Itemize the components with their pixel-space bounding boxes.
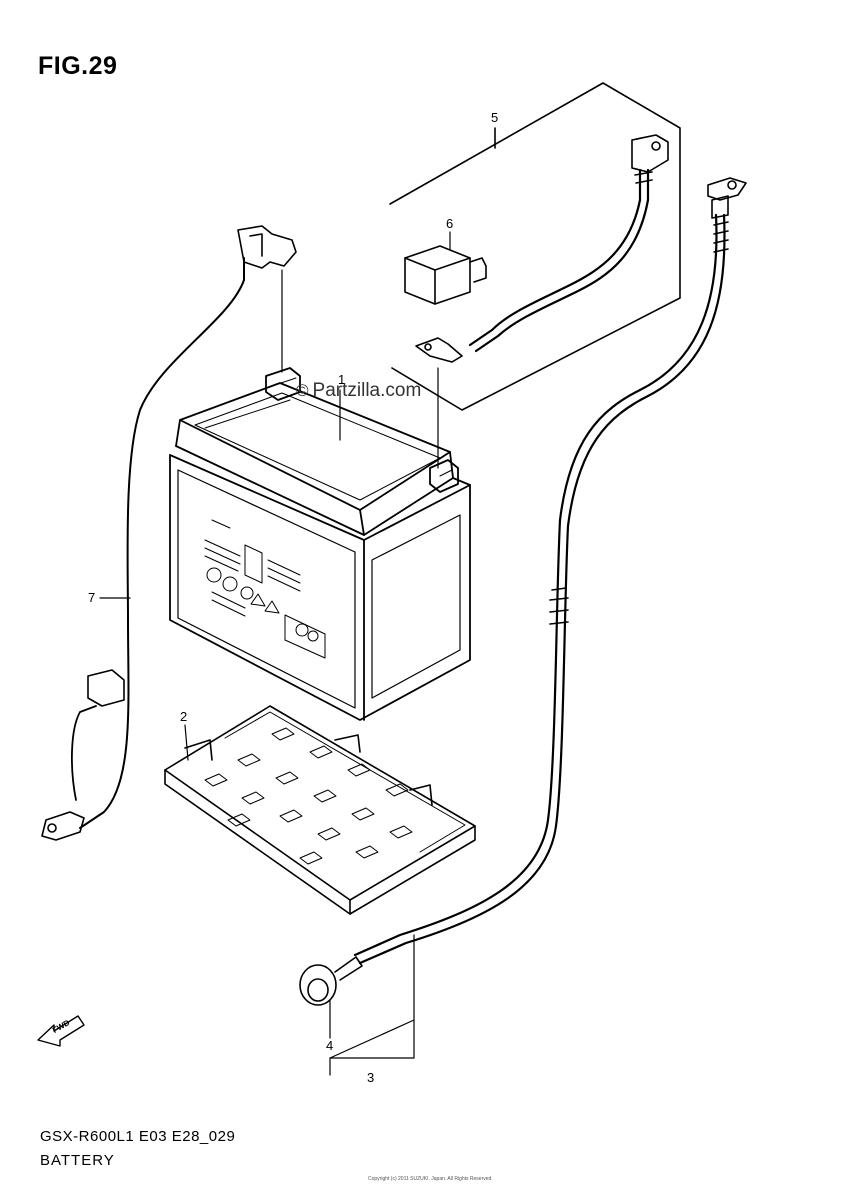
callout-6: 6	[446, 216, 454, 231]
sensor-lead[interactable]	[41, 225, 297, 841]
fwd-arrow-icon	[37, 1015, 85, 1047]
figure-title: FIG.29	[38, 52, 118, 80]
callout-7: 7	[88, 590, 96, 605]
copyright-symbol: ©	[296, 381, 309, 400]
battery-tray[interactable]	[164, 705, 476, 915]
cable-5-bracket-outline	[389, 82, 681, 411]
leader-lines	[99, 231, 451, 1076]
starter-cable[interactable]	[415, 134, 669, 469]
footer-fine-print: Copyright (c) 2011 SUZUKI. Japan. All Ri…	[368, 1176, 493, 1182]
callout-5: 5	[491, 110, 499, 125]
watermark: ©Partzilla.com	[296, 380, 421, 402]
watermark-text: Partzilla.com	[312, 380, 422, 401]
figure-code: GSX-R600L1 E03 E28_029	[40, 1128, 236, 1145]
battery[interactable]	[169, 367, 471, 721]
negative-cable[interactable]	[299, 177, 747, 1006]
callout-2: 2	[180, 709, 188, 724]
terminal-cover-cap[interactable]	[404, 245, 487, 305]
figure-name: BATTERY	[40, 1152, 115, 1169]
callout-1: 1	[338, 372, 346, 387]
callout-4: 4	[326, 1038, 334, 1053]
callout-3: 3	[367, 1070, 375, 1085]
